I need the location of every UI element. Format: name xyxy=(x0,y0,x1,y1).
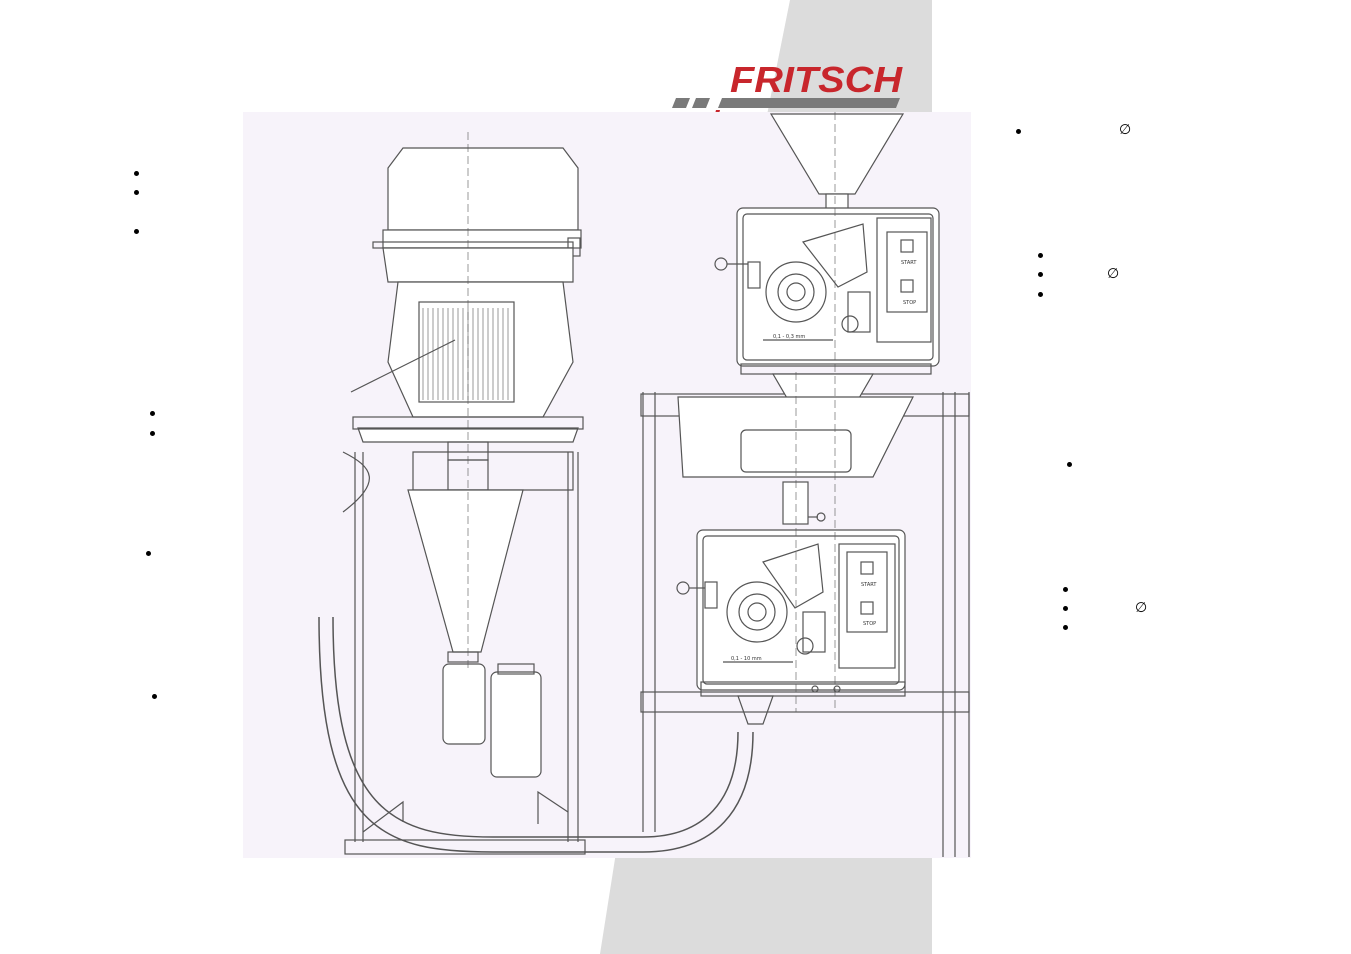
fritsch-logo: FRITSCH xyxy=(672,58,912,114)
bullet-marker xyxy=(150,411,155,416)
bullet-marker xyxy=(146,551,151,556)
bullet-marker xyxy=(1038,272,1043,277)
bullet-marker xyxy=(1063,606,1068,611)
upper-start-label: START xyxy=(901,260,917,266)
upper-gap-label: 0,1 - 0,3 mm xyxy=(773,334,805,340)
bullet-marker xyxy=(1038,292,1043,297)
diameter-symbol: ∅ xyxy=(1135,600,1148,616)
bullet-marker xyxy=(1063,625,1068,630)
lower-stop-label: STOP xyxy=(863,621,876,627)
technical-drawing: START STOP 0,1 - 0,3 mm xyxy=(243,112,971,858)
bullet-marker xyxy=(1038,253,1043,258)
bullet-marker xyxy=(1016,129,1021,134)
upper-mill: START STOP 0,1 - 0,3 mm xyxy=(677,113,940,478)
logo-wordmark: FRITSCH xyxy=(730,59,903,100)
lower-mill: START STOP 0,1 - 10 mm xyxy=(676,112,906,725)
diameter-symbol: ∅ xyxy=(1107,266,1120,282)
bullet-marker xyxy=(1067,462,1072,467)
diameter-symbol: ∅ xyxy=(1119,122,1132,138)
bullet-marker xyxy=(134,190,139,195)
vacuum-unit xyxy=(318,132,754,855)
bullet-marker xyxy=(1063,587,1068,592)
bullet-marker xyxy=(134,229,139,234)
upper-stop-label: STOP xyxy=(903,300,916,306)
lower-gap-label: 0,1 - 10 mm xyxy=(731,656,762,662)
lower-start-label: START xyxy=(861,582,877,588)
logo-stripes xyxy=(672,98,900,108)
bullet-marker xyxy=(134,171,139,176)
bullet-marker xyxy=(150,431,155,436)
bullet-marker xyxy=(152,694,157,699)
